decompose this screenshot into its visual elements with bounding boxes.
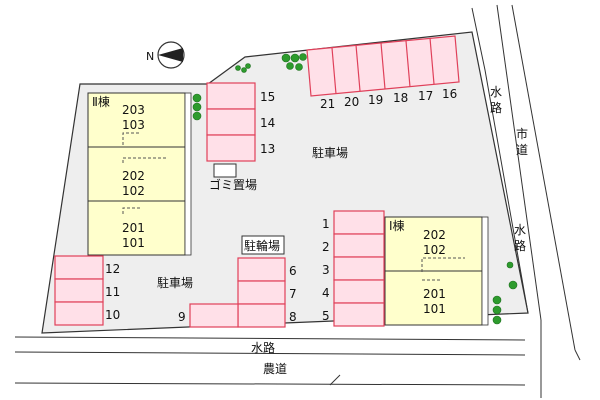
compass-icon: N (146, 41, 185, 69)
parking-space-11 (54, 278, 104, 303)
parking-space-1 (333, 210, 385, 235)
parking-space-6-label: 6 (289, 264, 297, 278)
parking-space-14 (206, 108, 256, 136)
b2-room-203: 203 (122, 103, 145, 117)
parking-space-7-label: 7 (289, 287, 297, 301)
farm-road-line (14, 382, 526, 386)
parking-space-21-label: 21 (320, 97, 335, 111)
parking-space-3 (333, 256, 385, 281)
parking-space-4-label: 4 (322, 286, 330, 300)
building-2: Ⅱ棟 203 103 202 102 201 101 (87, 92, 192, 256)
bicycle-parking-box (241, 235, 285, 255)
right-road-edge-a (496, 4, 542, 321)
parking-space-11-label: 11 (105, 285, 120, 299)
b2-room-201: 201 (122, 221, 145, 235)
parking-space-9 (189, 303, 239, 328)
parking-space-5-label: 5 (322, 309, 330, 323)
b2-room-103: 103 (122, 118, 145, 132)
parking-space-15 (206, 82, 256, 110)
parking-space-13 (206, 134, 256, 162)
parking-space-2 (333, 233, 385, 258)
parking-space-12 (54, 255, 104, 280)
compass-north-label: N (146, 50, 154, 63)
tree-cluster-top (235, 53, 307, 73)
farm-road-label: 農道 (263, 362, 287, 376)
city-road-label-2: 道 (516, 143, 528, 157)
waterway-bottom-label: 水路 (251, 340, 275, 355)
parking-space-9-label: 9 (178, 310, 186, 324)
parking-space-8 (237, 303, 286, 328)
building-1-name: Ⅰ棟 (389, 218, 405, 233)
waterway-right-top-label-2: 路 (490, 100, 502, 115)
parking-space-5 (333, 302, 385, 327)
b1-room-201: 201 (423, 287, 446, 301)
parking-space-4 (333, 279, 385, 304)
parking-space-10 (54, 301, 104, 326)
parking-top-row-dividers (331, 37, 435, 95)
waterway-line-top (14, 336, 526, 341)
waterway-right-mid-label-2: 路 (514, 238, 526, 253)
garbage-label: ゴミ置場 (209, 177, 257, 192)
parking-space-3-label: 3 (322, 263, 330, 277)
right-road-edge-d (574, 349, 581, 361)
tree-column-left (192, 93, 202, 121)
b1-room-101: 101 (423, 302, 446, 316)
parking-space-6 (237, 257, 286, 282)
parking-space-20-label: 20 (344, 95, 359, 109)
parking-space-1-label: 1 (322, 217, 330, 231)
tree-column-right (492, 261, 518, 325)
right-road-edge-c (511, 4, 576, 351)
parking-space-12-label: 12 (105, 262, 120, 276)
b1-room-102: 102 (423, 243, 446, 257)
parking-space-2-label: 2 (322, 240, 330, 254)
parking-space-8-label: 8 (289, 310, 297, 324)
b2-room-202: 202 (122, 169, 145, 183)
parking-space-17-label: 17 (418, 89, 433, 103)
right-road-edge-inner (471, 7, 529, 314)
parking-main-label: 駐車場 (312, 145, 348, 160)
building-1: Ⅰ棟 202 102 201 101 (384, 216, 489, 326)
parking-space-18-label: 18 (393, 91, 408, 105)
waterway-right-top-label-1: 水 (490, 85, 502, 99)
b2-room-101: 101 (122, 236, 145, 250)
parking-space-19-label: 19 (368, 93, 383, 107)
b1-room-202: 202 (423, 228, 446, 242)
garbage-station (213, 163, 237, 178)
city-road-label-1: 市 (516, 126, 528, 141)
bicycle-parking-label: 駐輪場 (244, 238, 280, 253)
parking-space-16-label: 16 (442, 87, 457, 101)
parking-space-7 (237, 280, 286, 305)
parking-space-14-label: 14 (260, 116, 275, 130)
waterway-line-bottom (14, 351, 526, 356)
waterway-right-mid-label-1: 水 (514, 223, 526, 237)
parking-left-label: 駐車場 (157, 275, 193, 290)
b2-room-102: 102 (122, 184, 145, 198)
parking-space-10-label: 10 (105, 308, 120, 322)
farm-road-notch (329, 374, 341, 386)
building-2-name: Ⅱ棟 (92, 94, 110, 109)
parking-space-15-label: 15 (260, 90, 275, 104)
parking-space-13-label: 13 (260, 142, 275, 156)
